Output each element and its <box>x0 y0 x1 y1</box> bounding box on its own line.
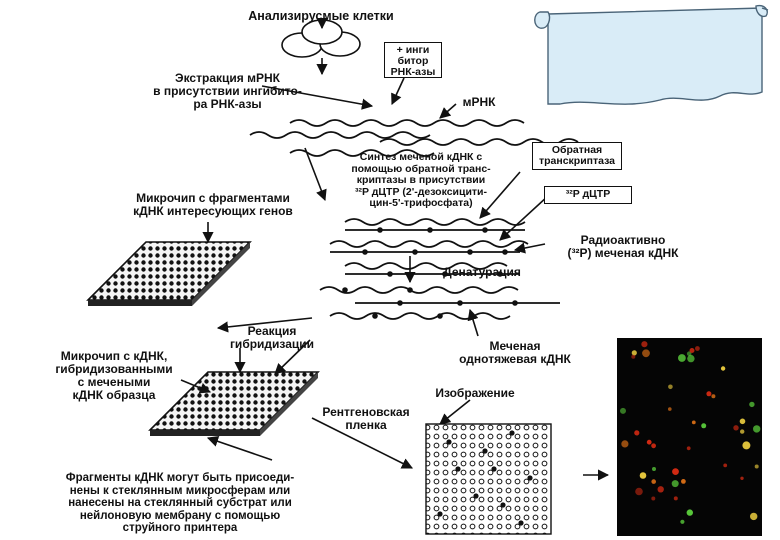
array-spot <box>687 446 691 450</box>
box-32p-dctp: ³²P дЦТР <box>544 186 632 204</box>
array-spot <box>672 480 679 487</box>
array-spot <box>642 349 650 357</box>
array-spot <box>620 408 626 414</box>
box-rnase-inhibitor: + инги битор РНК-азы <box>384 42 442 78</box>
xray-film-dots-icon <box>426 424 551 534</box>
array-spot <box>632 350 637 355</box>
array-spot <box>742 441 750 449</box>
array-spot <box>711 394 715 398</box>
cell-cluster-icon <box>282 20 360 57</box>
array-spot <box>681 479 686 484</box>
label-xray-film: Рентгеновская пленка <box>305 406 427 432</box>
label-fragments-note: Фрагменты кДНК могут быть присоеди- нены… <box>30 472 330 535</box>
array-spot <box>687 355 694 362</box>
array-spot <box>749 402 754 407</box>
array-spot <box>740 477 743 480</box>
label-mrna: мРНК <box>454 96 504 109</box>
label-hybridized-microchip: Микрочип с кДНК, гибридизованными с мече… <box>34 350 194 402</box>
array-spot <box>753 425 760 432</box>
array-spot <box>672 468 679 475</box>
label-labeled-single-strand: Меченая однотяжевая кДНК <box>440 340 590 366</box>
array-spot <box>651 479 656 484</box>
array-spot <box>680 520 684 524</box>
label-denaturation: Денатурация <box>432 266 532 279</box>
array-spot <box>692 421 696 425</box>
microchip-grid-icon <box>88 242 250 306</box>
array-spot <box>733 425 738 430</box>
array-spot <box>631 355 635 359</box>
fluorescent-microarray-image <box>617 338 762 536</box>
label-mrna-extraction: Экстракция мРНК в присутствии ингибито- … <box>140 72 315 111</box>
array-spot <box>668 407 672 411</box>
array-spot <box>651 497 655 501</box>
array-spot <box>723 464 727 468</box>
array-spot <box>755 465 759 469</box>
array-spot <box>621 440 628 447</box>
label-cdna-synthesis: Синтез меченой кДНК с помощью обратной т… <box>335 152 507 210</box>
array-spot <box>674 496 678 500</box>
array-spot <box>668 385 673 390</box>
label-analyzed-cells: Анализирусмые клетки <box>232 10 410 23</box>
array-spot <box>641 341 647 347</box>
array-spot <box>687 509 693 515</box>
label-microchip-fragments: Микрочип с фрагментами кДНК интересующих… <box>102 192 324 218</box>
label-image: Изображение <box>420 387 530 400</box>
array-spot <box>721 366 725 370</box>
array-spot <box>701 423 706 428</box>
array-spot <box>647 440 652 445</box>
array-spot <box>750 513 757 520</box>
label-hybridization: Реакция гибридизации <box>222 325 322 351</box>
array-spot <box>678 354 686 362</box>
array-spot <box>740 419 746 425</box>
array-spot <box>695 346 700 351</box>
array-spot <box>658 486 664 492</box>
array-spot <box>640 472 647 479</box>
array-spot <box>635 488 643 496</box>
box-reverse-transcriptase: Обратная транскриптаза <box>532 142 622 170</box>
array-spot <box>652 467 656 471</box>
array-spot <box>740 429 744 433</box>
array-spot <box>634 430 639 435</box>
label-radiolabeled-cdna: Радиоактивно (³²P) меченая кДНК <box>548 234 698 260</box>
array-spot <box>706 391 711 396</box>
array-spot <box>651 443 656 448</box>
array-spot <box>690 348 695 353</box>
scroll-banner-icon <box>535 6 768 105</box>
